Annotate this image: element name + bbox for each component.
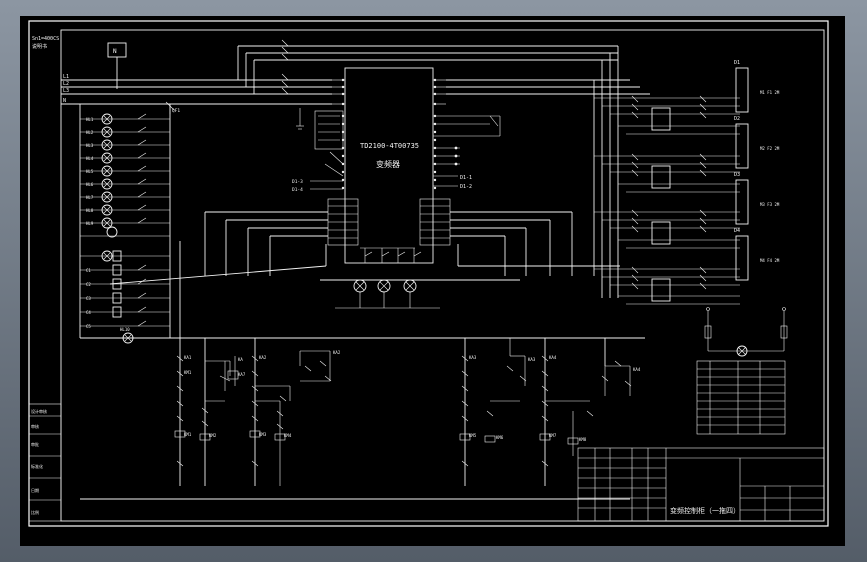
svg-text:L1: L1 [63, 74, 69, 80]
schematic-svg: Sn1=400CS 说明书 N L1 L2 L3 N TD2100-4T0073… [28, 20, 829, 527]
svg-text:L3: L3 [63, 88, 69, 94]
svg-text:D1-4: D1-4 [292, 187, 303, 193]
svg-text:KA2: KA2 [333, 350, 341, 355]
svg-text:KM7: KM7 [549, 433, 557, 438]
outer-frame [28, 20, 829, 527]
revision-strip: 设计审核 审核 审批 标准化 日期 比例 [28, 403, 62, 522]
motor-group-2-note: M2 F2 2M [760, 146, 780, 151]
inverter-terminals [332, 78, 446, 190]
ladder-contacts [174, 338, 632, 486]
revision-note-1: 设计审核 [31, 408, 47, 414]
svg-text:KA3: KA3 [469, 355, 477, 360]
svg-text:C4: C4 [86, 310, 91, 315]
svg-text:C1: C1 [86, 268, 91, 273]
svg-text:HL2: HL2 [86, 130, 94, 135]
motor-group-2-label: D2 [734, 116, 740, 122]
svg-text:KA: KA [238, 357, 243, 362]
output-d1-2: D1-2 [460, 184, 472, 190]
svg-text:N: N [63, 98, 66, 104]
svg-text:KA2: KA2 [259, 355, 267, 360]
top-left-note-1: Sn1=400CS [32, 36, 59, 42]
motor-group-3-note: M3 F3 2M [760, 202, 780, 207]
top-left-note-2: 说明书 [32, 43, 47, 50]
power-buses: L1 L2 L3 N [61, 39, 618, 105]
motor-group-1-note: M1 F1 2M [760, 90, 780, 95]
control-wiring [109, 211, 620, 285]
svg-text:KA3: KA3 [528, 357, 536, 362]
svg-text:KM1: KM1 [184, 370, 192, 375]
svg-text:KM5: KM5 [469, 433, 477, 438]
drawing-viewport[interactable]: Sn1=400CS 说明书 N L1 L2 L3 N TD2100-4T0073… [20, 16, 845, 546]
auxiliary-circuit [704, 307, 788, 357]
revision-note-4: 标准化 [31, 463, 43, 469]
svg-text:KM1: KM1 [184, 432, 192, 437]
svg-text:KM3: KM3 [259, 432, 267, 437]
svg-text:HL9: HL9 [86, 221, 94, 226]
output-d1-1: D1-1 [460, 175, 472, 181]
inverter-output-relay [433, 115, 501, 165]
inverter-model: TD2100-4T00735 [360, 142, 419, 150]
revision-note-5: 日期 [31, 487, 39, 493]
inverter-name: 变频器 [376, 159, 400, 169]
svg-text:C3: C3 [86, 296, 91, 301]
svg-text:KM6: KM6 [496, 435, 504, 440]
svg-text:KA1: KA1 [184, 355, 192, 360]
svg-text:HL8: HL8 [86, 208, 94, 213]
svg-text:KA7: KA7 [238, 372, 246, 377]
voltage-box-label: N [113, 48, 117, 55]
control-ladder [80, 241, 645, 500]
svg-text:HL5: HL5 [86, 169, 94, 174]
svg-text:HL1: HL1 [86, 117, 94, 122]
inner-frame [60, 29, 825, 522]
revision-note-6: 比例 [31, 509, 39, 515]
title-block [577, 447, 825, 522]
svg-text:HL10: HL10 [120, 327, 130, 332]
svg-text:HL6: HL6 [86, 182, 94, 187]
motor-group-3-label: D3 [734, 172, 740, 178]
svg-text:HL7: HL7 [86, 195, 94, 200]
voltage-box [107, 42, 127, 58]
svg-text:L2: L2 [63, 81, 69, 87]
svg-text:HL3: HL3 [86, 143, 94, 148]
svg-text:C2: C2 [86, 282, 91, 287]
svg-text:KA4: KA4 [633, 367, 641, 372]
motor-group-4-note: M4 F4 2M [760, 258, 780, 263]
motor-groups: D1 D2 D3 D4 M1 F1 2M M2 F2 2M M3 F3 2M M… [446, 46, 780, 305]
inverter-control-terminals [327, 198, 451, 263]
svg-text:HL4: HL4 [86, 156, 94, 161]
parts-table [696, 360, 786, 435]
svg-text:KM2: KM2 [209, 433, 217, 438]
inverter-input-switches [296, 108, 344, 177]
revision-note-2: 审核 [31, 423, 39, 429]
motor-group-4-label: D4 [734, 228, 740, 234]
svg-text:C5: C5 [86, 324, 91, 329]
revision-note-3: 审批 [31, 441, 39, 447]
inverter-block [344, 67, 434, 264]
svg-text:KM4: KM4 [284, 433, 292, 438]
svg-text:KA4: KA4 [549, 355, 557, 360]
svg-text:QF1: QF1 [172, 108, 180, 114]
motor-group-1-label: D1 [734, 60, 740, 66]
svg-text:D1-3: D1-3 [292, 179, 303, 185]
inverter-status-lamps [335, 279, 440, 309]
drawing-title: 变频控制柜（一拖四） [670, 506, 740, 515]
svg-text:KM8: KM8 [579, 437, 587, 442]
